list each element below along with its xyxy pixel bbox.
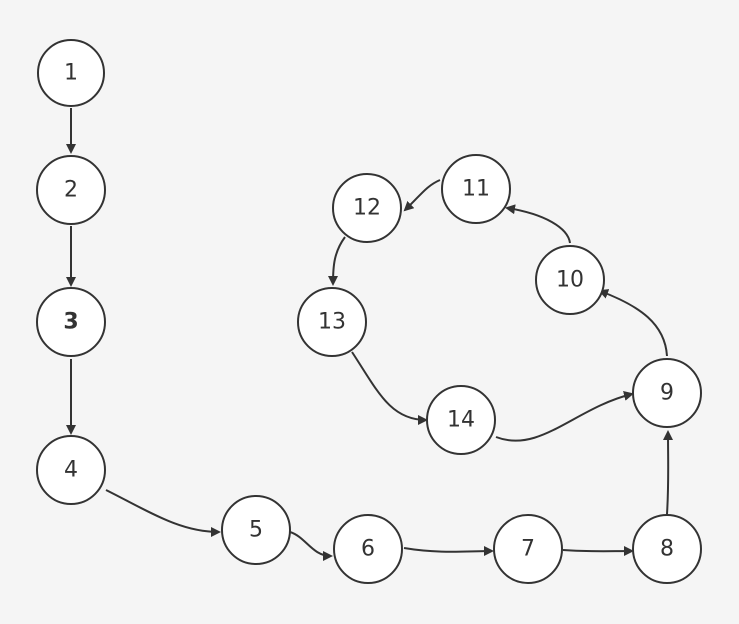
edge-5-6 [289,531,333,561]
node-13-label: 13 [318,310,346,335]
node-10-label: 10 [556,268,584,293]
node-5: 5 [221,495,291,565]
edge-10-11 [505,204,571,244]
node-11: 11 [441,154,511,224]
node-9-label: 9 [660,381,674,406]
node-7: 7 [493,514,563,584]
node-9: 9 [632,358,702,428]
node-14-label: 14 [447,408,475,433]
node-1-label: 1 [64,61,78,86]
edge-4-5 [105,489,221,537]
node-5-label: 5 [249,518,263,543]
node-6: 6 [333,514,403,584]
node-1: 1 [37,39,105,107]
edge-12-13 [328,236,346,286]
edge-11-12 [403,179,441,212]
node-13: 13 [297,287,367,357]
node-layer: 1 2 3 4 5 6 7 8 [36,39,702,584]
edge-13-14 [351,351,428,425]
edge-8-9 [663,430,674,515]
node-10: 10 [535,245,605,315]
node-4-label: 4 [64,458,78,483]
node-7-label: 7 [521,537,535,562]
edge-layer [66,108,674,561]
edge-9-10 [598,289,668,357]
node-6-label: 6 [361,537,375,562]
node-12: 12 [332,173,402,243]
node-8-label: 8 [660,537,674,562]
edge-7-8 [562,546,634,557]
edge-14-9 [495,391,634,442]
node-4: 4 [36,435,106,505]
node-2-label: 2 [64,178,78,203]
edge-6-7 [403,546,494,557]
node-12-label: 12 [353,196,381,221]
node-8: 8 [632,514,702,584]
node-14: 14 [426,385,496,455]
node-3-label: 3 [63,310,78,335]
node-2: 2 [36,155,106,225]
node-3: 3 [36,287,106,357]
node-11-label: 11 [462,177,490,202]
